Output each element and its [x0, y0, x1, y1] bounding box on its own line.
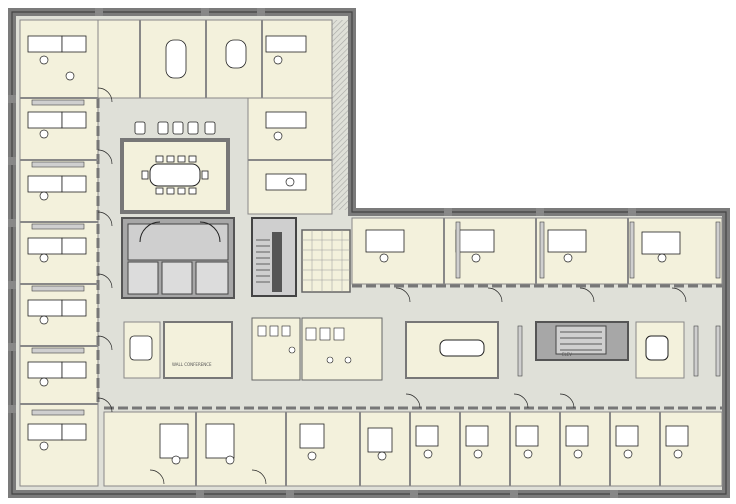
- stair-core: [251, 217, 297, 297]
- desk-icon: [27, 35, 689, 459]
- meeting-room-side-text: WALL CONFERENCE: [172, 362, 212, 367]
- restroom-block-north: [301, 229, 351, 293]
- shaft-text: ELEV: [562, 352, 572, 357]
- south-office-band: [103, 406, 723, 487]
- chair-icon: [39, 55, 683, 465]
- restroom-fixture-icon: [257, 325, 352, 364]
- conference-table-icon: [129, 39, 247, 361]
- central-conference-room: [120, 121, 230, 214]
- service-core-west: [121, 217, 235, 299]
- structural-columns: [8, 8, 636, 498]
- door-swing-icon: [97, 87, 687, 485]
- bookshelf-icon: [31, 99, 721, 416]
